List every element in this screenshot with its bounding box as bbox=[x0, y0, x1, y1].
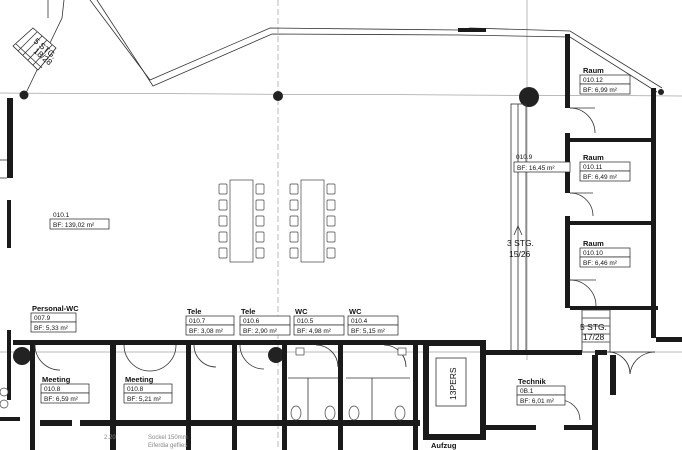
room-number: 010.8 bbox=[44, 386, 61, 393]
room-area: BF: 6,99 m² bbox=[583, 87, 618, 94]
top-facade bbox=[24, 0, 663, 96]
elevator-capacity: 13PERS bbox=[448, 367, 458, 400]
room-010-5: WC 010.5 BF: 4,98 m² bbox=[293, 307, 345, 336]
bottom-note-1: Sockel 150mm bbox=[148, 435, 188, 441]
room-010-11: Raum 010.11 BF: 6,49 m² bbox=[579, 153, 631, 182]
room-name: Raum bbox=[583, 239, 604, 248]
room-area: BF: 16,45 m² bbox=[517, 165, 555, 172]
room-area: BF: 5,15 m² bbox=[351, 328, 386, 335]
room-010-7: Tele 010.7 BF: 3,08 m² bbox=[185, 307, 235, 336]
room-name: Raum bbox=[583, 66, 604, 75]
bottom-note-3: 2.20 bbox=[104, 435, 116, 441]
room-area: BF: 4,98 m² bbox=[297, 328, 332, 335]
room-010-4: WC 010.4 BF: 5,15 m² bbox=[347, 307, 399, 336]
room-number: 010.10 bbox=[583, 250, 603, 257]
conference-tables bbox=[218, 179, 336, 263]
room-010-8-b: Meeting 010.8 BF: 5,21 m² bbox=[123, 375, 173, 404]
room-010-12: Raum 010.12 BF: 6,99 m² bbox=[579, 66, 631, 95]
room-area: BF: 6,59 m² bbox=[44, 396, 79, 403]
room-name: Tele bbox=[241, 307, 255, 316]
elevator-label: Aufzug bbox=[431, 441, 457, 450]
room-area: BF: 6,49 m² bbox=[583, 174, 618, 181]
room-name: WC bbox=[349, 307, 362, 316]
room-010-6: Tele 010.6 BF: 2,90 m² bbox=[239, 307, 291, 336]
bottom-note-2: Eiferdia geflies bbox=[148, 443, 187, 449]
stair-middle-steps: 3 STG. bbox=[507, 238, 534, 248]
room-010-1: 010.1 BF: 139,02 m² bbox=[49, 212, 110, 230]
ramp-stair: 3 STG. 15/26 bbox=[507, 103, 534, 353]
room-area: BF: 3,08 m² bbox=[189, 328, 224, 335]
room-number: 010.6 bbox=[243, 318, 260, 325]
columns bbox=[13, 87, 664, 365]
room-area: BF: 139,02 m² bbox=[53, 222, 95, 229]
left-walls bbox=[0, 98, 13, 400]
room-number: 010.4 bbox=[351, 318, 368, 325]
room-area: BF: 6,46 m² bbox=[583, 260, 618, 267]
room-area: BF: 6,01 m² bbox=[520, 398, 555, 405]
room-number: 007.9 bbox=[34, 315, 51, 322]
room-0b-1: Technik 0B.1 BF: 6,01 m² bbox=[516, 377, 566, 406]
room-010-10: Raum 010.10 BF: 6,46 m² bbox=[579, 239, 631, 268]
room-010-9: 010.9 BF: 16,45 m² bbox=[513, 154, 571, 173]
stair-lower-right: 5 STG. 17/28 bbox=[580, 309, 656, 375]
room-area: BF: 5,33 m² bbox=[34, 325, 69, 332]
room-number: 010.9 bbox=[516, 154, 533, 161]
room-area: BF: 5,21 m² bbox=[127, 396, 162, 403]
stair-top-left: 5 STG. 18/28 bbox=[12, 27, 59, 71]
room-number: 010.8 bbox=[127, 386, 144, 393]
room-name: Technik bbox=[518, 377, 547, 386]
room-number: 010.1 bbox=[53, 212, 70, 219]
room-number: 0B.1 bbox=[520, 388, 534, 395]
room-number: 010.11 bbox=[583, 164, 603, 171]
room-number: 010.12 bbox=[583, 77, 603, 84]
room-name: Tele bbox=[187, 307, 201, 316]
bottom-notes: Sockel 150mm Eiferdia geflies 2.20 bbox=[104, 435, 188, 449]
room-name: WC bbox=[295, 307, 308, 316]
elevator: 13PERS Aufzug bbox=[431, 357, 467, 450]
room-number: 010.5 bbox=[297, 318, 314, 325]
stair-lower-right-ratio: 17/28 bbox=[583, 332, 605, 342]
room-name: Raum bbox=[583, 153, 604, 162]
room-010-8-a: Meeting 010.8 BF: 6,59 m² bbox=[40, 375, 90, 404]
room-number: 010.7 bbox=[189, 318, 206, 325]
room-name: Meeting bbox=[42, 375, 71, 384]
room-area: BF: 2,90 m² bbox=[243, 328, 278, 335]
room-name: Personal-WC bbox=[32, 304, 79, 313]
stair-lower-right-steps: 5 STG. bbox=[580, 322, 607, 332]
room-007-9: Personal-WC 007.9 BF: 5,33 m² bbox=[30, 304, 79, 333]
lower-walls bbox=[0, 340, 616, 450]
room-name: Meeting bbox=[125, 375, 154, 384]
stair-middle-ratio: 15/26 bbox=[509, 249, 531, 259]
